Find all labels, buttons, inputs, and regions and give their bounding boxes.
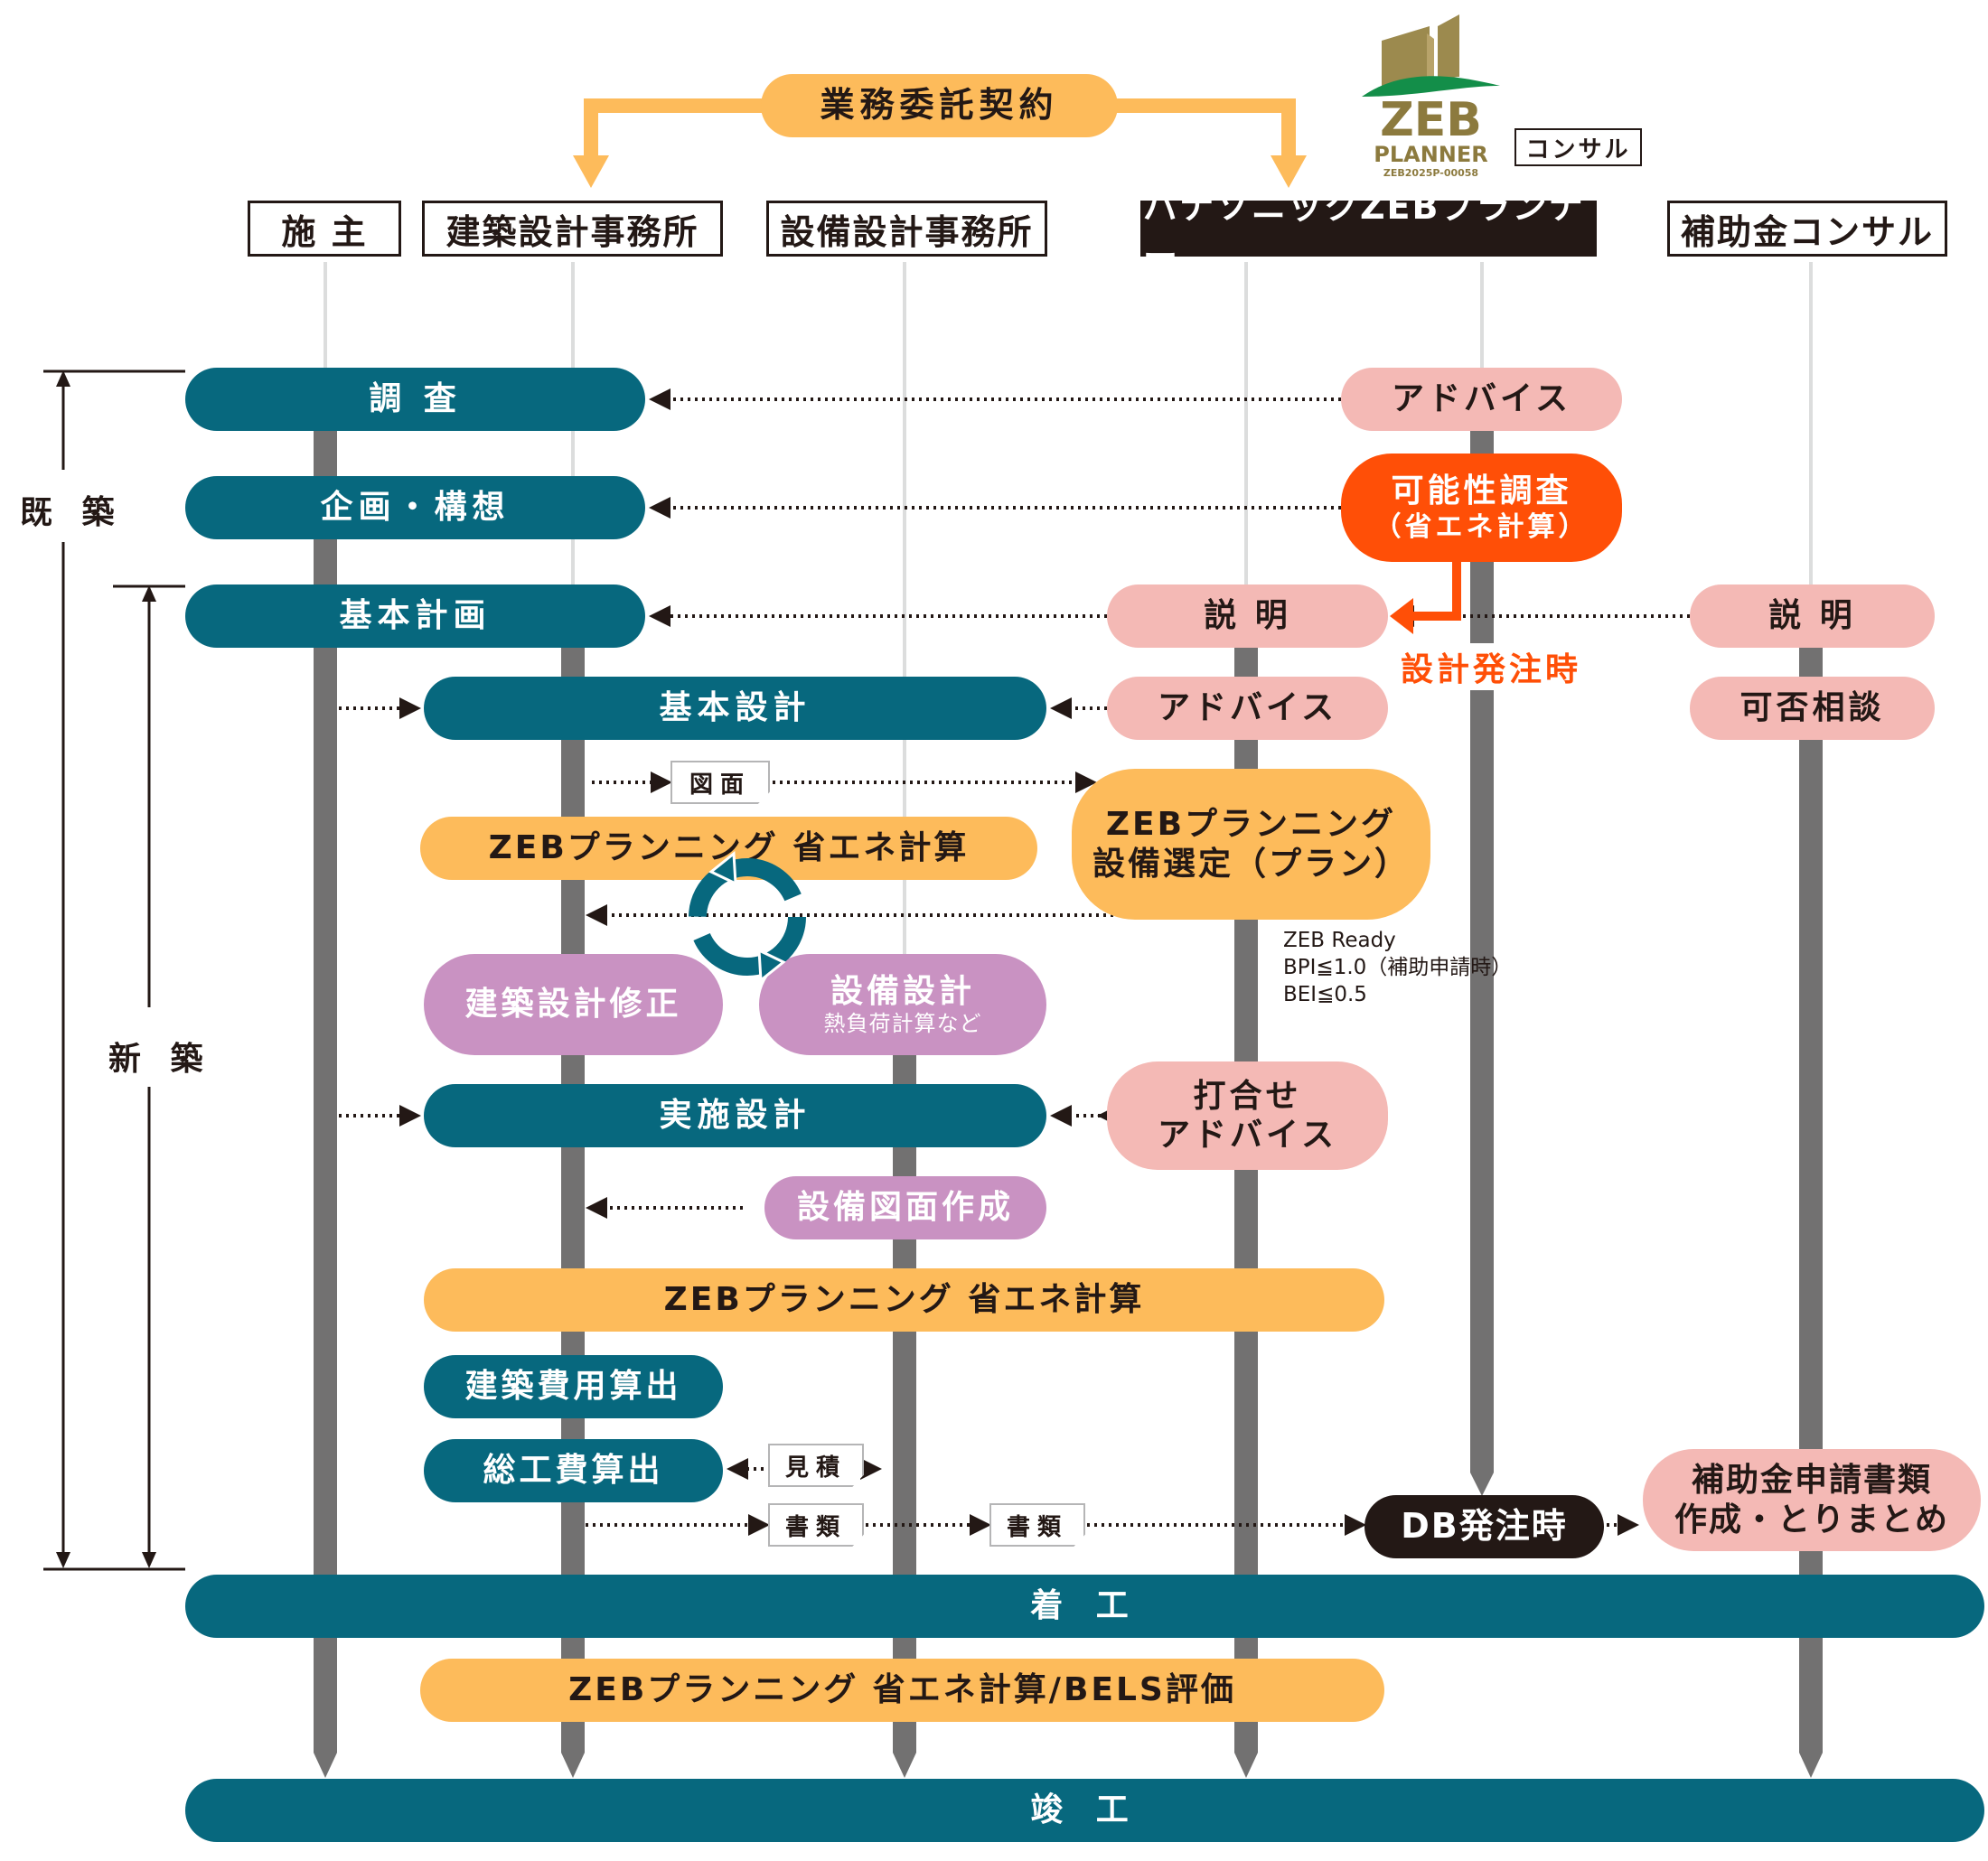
zeb-planner-logo: ZEB PLANNER ZEB2025P-00058 <box>1362 6 1500 179</box>
design-order-label: 設計発注時 <box>1401 643 1582 690</box>
zeb-advice-1: アドバイス <box>1341 368 1622 431</box>
step-mep-design: 設備設計 熱負荷計算など <box>759 954 1046 1055</box>
logo-title: ZEB <box>1380 93 1482 147</box>
subsidy-consult: 可否相談 <box>1690 677 1935 740</box>
logo-code: ZEB2025P-00058 <box>1383 167 1479 179</box>
zeb-explain: 説 明 <box>1107 584 1388 648</box>
equip-select-line-2: 設備選定（プラン） <box>1092 845 1410 883</box>
equip-select-line-1: ZEBプランニング <box>1105 806 1397 844</box>
phase-label-existing: 既 築 <box>20 479 124 540</box>
lane-header-architect: 建築設計事務所 <box>422 201 723 257</box>
subsidy-docs-line-2: 作成・とりまとめ <box>1674 1501 1949 1538</box>
step-zeb-calc-1: ZEBプランニング 省エネ計算 <box>420 817 1037 880</box>
subsidy-docs: 補助金申請書類 作成・とりまとめ <box>1643 1449 1981 1551</box>
feasibility-label: 可能性調査 <box>1391 472 1572 510</box>
subsidy-explain: 説 明 <box>1690 584 1935 648</box>
zeb-ready-note: ZEB Ready BPI≦1.0（補助申請時） BEI≦0.5 <box>1283 929 1513 1006</box>
step-building-cost: 建築費用算出 <box>424 1355 723 1418</box>
lane-header-owner: 施 主 <box>248 201 401 257</box>
consult-tag: コンサル <box>1514 128 1642 166</box>
step-zeb-calc-2: ZEBプランニング 省エネ計算 <box>424 1268 1384 1332</box>
lifeline-arrowheads <box>314 1473 1823 1778</box>
meeting-line-1: 打合せ <box>1193 1077 1302 1115</box>
phase-brackets <box>43 369 185 1571</box>
contract-pill: 業務委託契約 <box>761 74 1118 137</box>
meeting-line-2: アドバイス <box>1158 1117 1337 1154</box>
contract-arrows <box>584 98 1296 158</box>
step-completion: 竣 工 <box>185 1779 1984 1842</box>
mep-design-label: 設備設計 <box>830 973 975 1010</box>
lane-header-zeb-planner: パナソニックZEBプランナー <box>1140 187 1597 276</box>
zeb-advice-2: アドバイス <box>1107 677 1388 740</box>
step-planning: 企画・構想 <box>185 476 645 539</box>
tag-estimate: 見積 <box>768 1444 864 1487</box>
tag-drawings: 図面 <box>670 761 770 804</box>
step-basic-plan: 基本計画 <box>185 584 645 648</box>
step-zeb-calc-bels: ZEBプランニング 省エネ計算/BELS評価 <box>420 1659 1384 1722</box>
step-basic-design: 基本設計 <box>424 677 1046 740</box>
tag-documents-2: 書類 <box>989 1503 1085 1547</box>
subsidy-docs-line-1: 補助金申請書類 <box>1691 1462 1932 1500</box>
dotted-arrows <box>339 388 1690 1536</box>
lane-header-subsidy: 補助金コンサル <box>1667 201 1947 257</box>
step-detailed-design: 実施設計 <box>424 1084 1046 1147</box>
design-order-arrow <box>1390 562 1461 634</box>
mep-design-sub: 熱負荷計算など <box>823 1011 982 1037</box>
zeb-meeting-advice: 打合せ アドバイス <box>1107 1061 1388 1170</box>
phase-label-new: 新 築 <box>108 1025 212 1087</box>
logo-subtitle: PLANNER <box>1374 142 1488 167</box>
step-survey: 調 査 <box>185 368 645 431</box>
cycle-icon <box>689 851 806 983</box>
lane-header-mep: 設備設計事務所 <box>766 201 1047 257</box>
step-arch-revision: 建築設計修正 <box>424 954 723 1055</box>
building-logo-icon <box>1362 14 1500 97</box>
zeb-feasibility-study: 可能性調査 （省エネ計算） <box>1341 454 1622 562</box>
step-mep-drawings: 設備図面作成 <box>764 1176 1046 1239</box>
step-zeb-equipment-select: ZEBプランニング 設備選定（プラン） <box>1072 769 1430 920</box>
tag-documents-1: 書類 <box>768 1503 864 1547</box>
zeb-db-order: DB発注時 <box>1364 1495 1604 1558</box>
step-construction-start: 着 工 <box>185 1575 1984 1638</box>
feasibility-sub: （省エネ計算） <box>1374 510 1589 543</box>
step-total-cost: 総工費算出 <box>424 1439 723 1502</box>
